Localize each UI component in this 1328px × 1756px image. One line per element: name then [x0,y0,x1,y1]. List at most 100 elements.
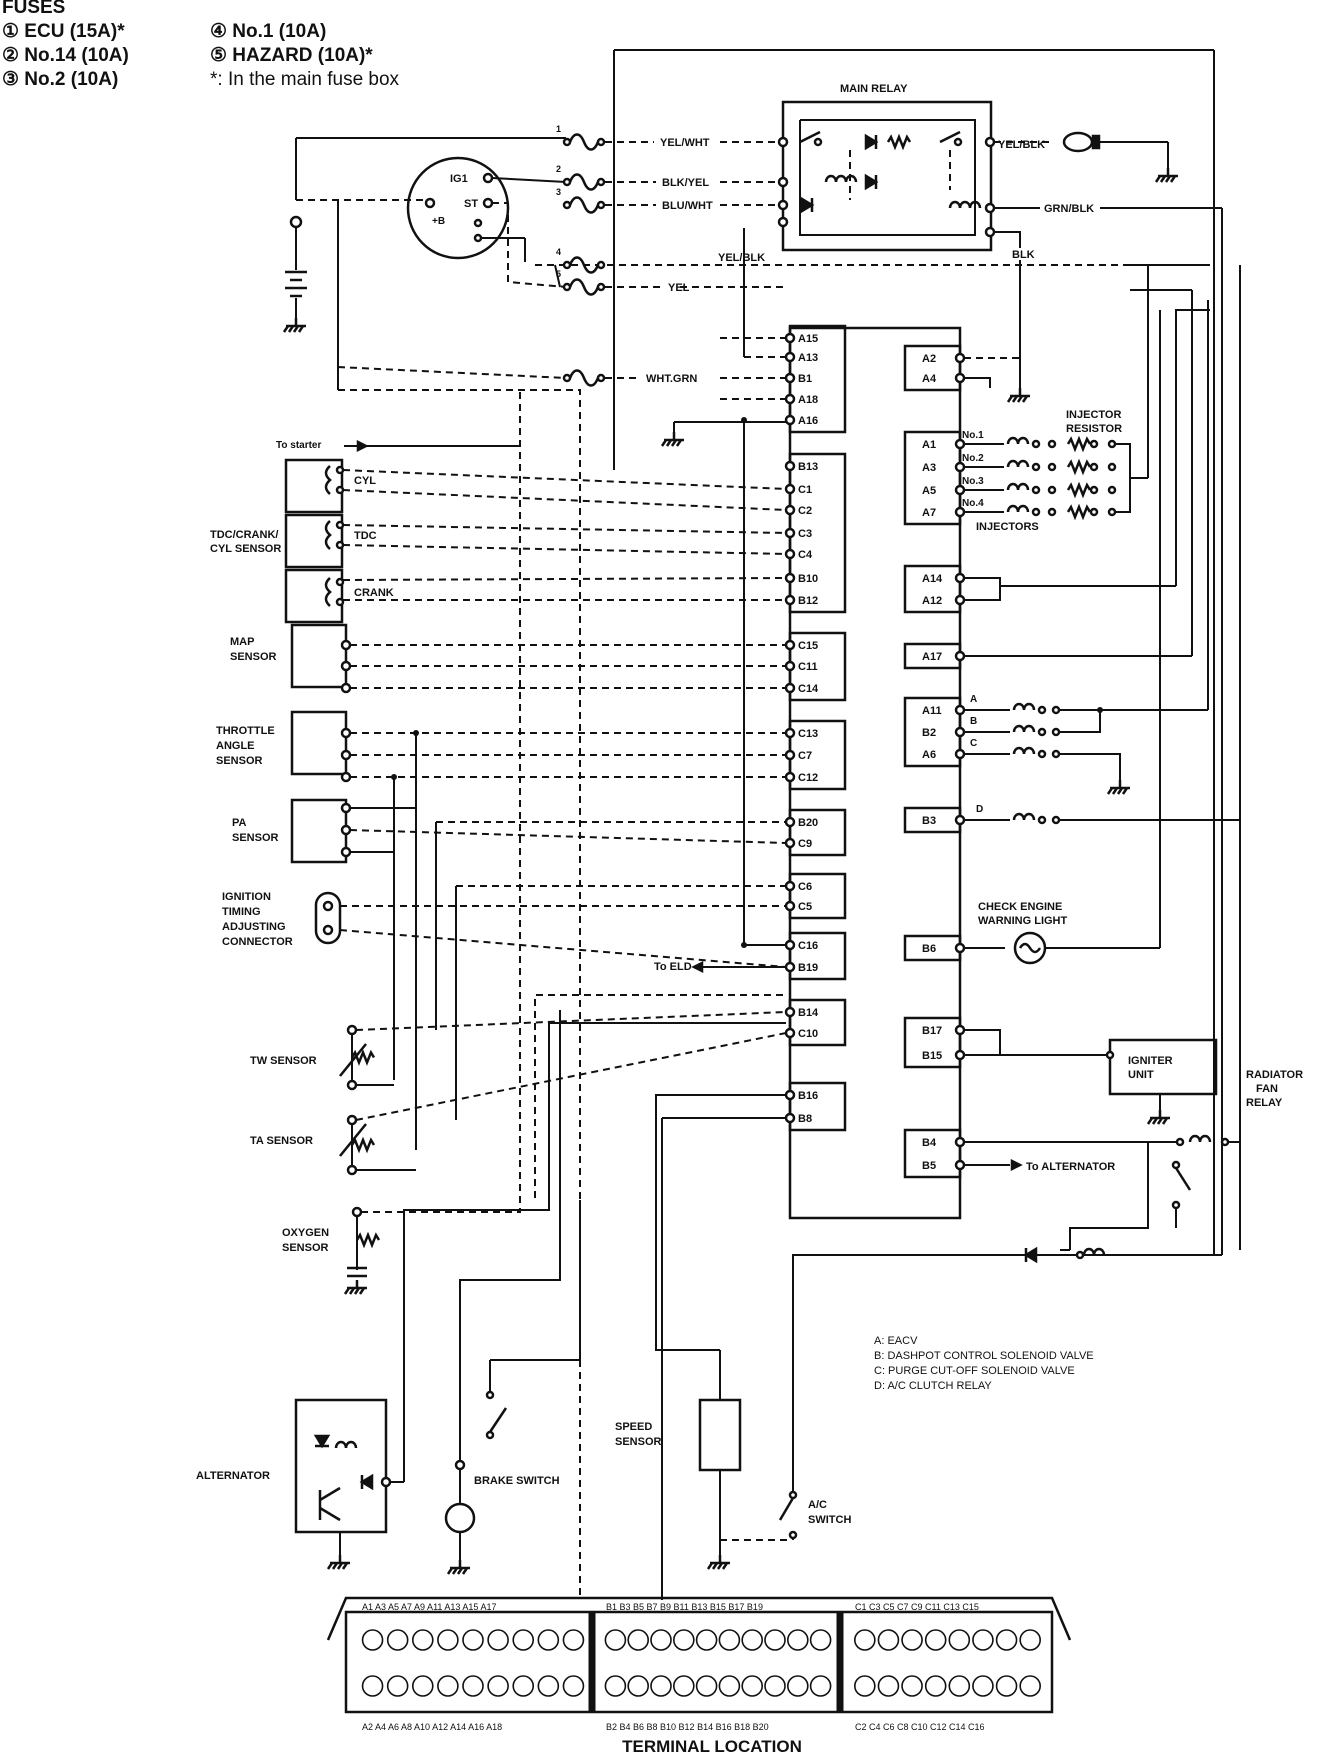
terminal-pin [741,1675,764,1697]
pa-sensor-box [290,798,348,864]
terminal-label: A2 [922,353,936,365]
ground-hatch [711,1562,719,1570]
terminal-label: A18 [798,394,818,406]
fuse-number: 4 [556,247,561,257]
ecu-terminal-right [954,372,966,384]
connector-pin [322,924,334,936]
terminal-pin-labels-top: C1 C3 C5 C7 C9 C11 C13 C15 [855,1602,979,1612]
ground-hatch [1011,395,1019,403]
ecu-terminal-right [954,594,966,606]
check-engine-lamp-icon [1013,931,1047,965]
fuse-terminal [596,177,606,187]
fuel-pump-terminal [1091,134,1101,150]
injector-terminal [1107,507,1117,517]
ground-hatch [1146,1117,1154,1125]
diode-triangle [359,1473,374,1491]
terminal-label: B15 [922,1050,942,1062]
arrow-icon [356,439,369,453]
switch-contact [788,1490,798,1500]
terminal-pin [877,1629,900,1651]
terminal-label: A5 [922,485,936,497]
igniter-terminal [1105,1050,1115,1060]
relay-coil-icon [1082,1247,1106,1256]
fuse-heading: FUSES [2,0,66,18]
ecu-terminal-right [954,572,966,584]
terminal-pin [604,1675,627,1697]
sensor-terminal [351,1206,363,1218]
fuel-pump-icon [1062,131,1094,153]
radiator-fan-label: FAN [1256,1083,1278,1095]
wire [1069,1142,1149,1250]
map-sensor-box [290,623,348,689]
terminal-label: B20 [798,817,818,829]
ground-hatch [348,1287,356,1295]
terminal-pin [562,1629,585,1651]
ground-hatch [297,325,305,333]
ignition-terminal [473,233,483,243]
ground-icon [1006,388,1030,403]
ignition-terminal [473,218,483,228]
solenoid-legend-item: A: EACV [874,1335,918,1347]
terminal-label: B17 [922,1025,942,1037]
injector-terminal [1047,507,1057,517]
ecu-terminal-left [784,372,796,384]
brake-light-icon [444,1502,476,1534]
main-relay-title: MAIN RELAY [840,83,908,95]
terminal-label: B14 [798,1007,819,1019]
terminal-pin [948,1629,971,1651]
wire-color-label: BLK/YEL [662,177,709,189]
terminal-label: C12 [798,772,818,784]
solenoid-terminal [1051,705,1061,715]
relay-contact [813,137,823,147]
tdc-sensor-box [284,513,344,569]
wire-color-label: BLU/WHT [662,200,713,212]
solenoid-legend-item: D: A/C CLUTCH RELAY [874,1380,992,1392]
solenoid-terminal [1037,727,1047,737]
fan-relay-coil-icon [1188,1134,1212,1143]
terminal-label: A14 [922,573,943,585]
terminal-pin [995,1675,1018,1697]
terminal-pin [764,1675,786,1697]
injector-terminal [1047,462,1057,472]
ecu-terminal-left [784,483,796,495]
injector-resistor-icon [1066,481,1092,499]
junction-dot [1097,707,1103,713]
relay-terminal [984,226,996,238]
speed-sensor-box [698,1398,742,1472]
wire [1175,309,1210,586]
relay-terminal [777,199,789,211]
sensor-signal-label: CYL [354,475,376,487]
solenoid-coil-icon [1012,724,1036,733]
connector-outline [326,1596,1072,1641]
ecu-terminal-right [954,1159,966,1171]
terminal-label: A3 [922,462,936,474]
ignition-label: +B [432,216,445,227]
junction-dot [391,774,397,780]
terminal-label: B6 [922,943,936,955]
wire [342,469,787,490]
terminal-label: C7 [798,750,812,762]
solenoid-coil-icon [1012,746,1036,755]
igniter-unit-box [1108,1038,1218,1096]
to-alternator-label: To ALTERNATOR [1026,1161,1115,1173]
ground-hatch [1169,175,1177,183]
igniter-label: UNIT [1128,1069,1154,1081]
diode-triangle [313,1434,331,1449]
alternator-box [294,1398,388,1534]
relay-terminal [1075,1250,1085,1260]
ecu-terminal-left [784,749,796,761]
ground-icon [282,318,306,333]
diode-icon [359,1473,374,1491]
terminal-pin [672,1629,695,1651]
terminal-pin [1019,1629,1041,1651]
speed-sensor-label: SPEED [615,1421,652,1433]
wire [964,377,991,388]
diode-triangle [1023,1246,1038,1264]
terminal-label: C1 [798,484,812,496]
relay-terminal [1175,1137,1185,1147]
ground-hatch [706,1562,714,1570]
injector-coil-icon [1006,459,1030,468]
pickup-coil-icon [324,465,332,495]
solenoid-legend-item: C: PURGE CUT-OFF SOLENOID VALVE [874,1365,1075,1377]
terminal-pin [995,1629,1018,1651]
